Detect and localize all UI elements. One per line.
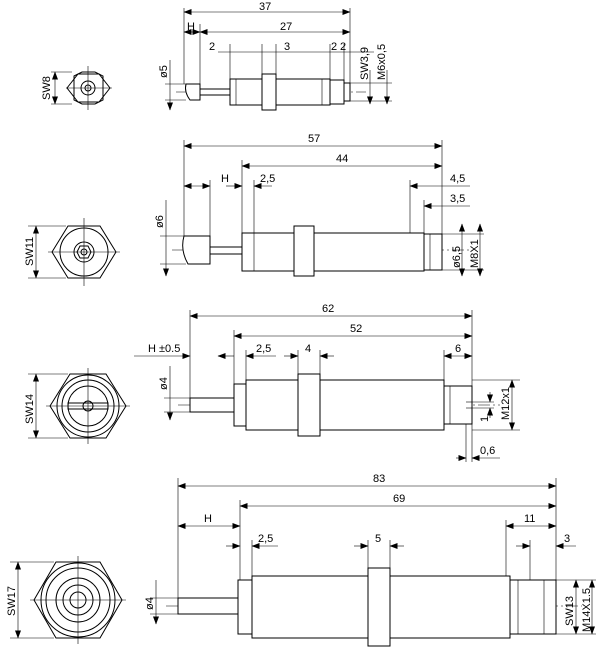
end-view-label: SW8 xyxy=(41,76,53,100)
dim-rod-diameter: ø4 xyxy=(158,377,170,390)
dim-2c: 2 xyxy=(340,41,346,53)
side-view-4: 83 69 H 11 2,5 5 3 ø4 xyxy=(144,473,596,647)
dim-body-length: 69 xyxy=(393,493,405,505)
dim-body-length: 27 xyxy=(280,21,292,33)
dim-rod-diameter: ø5 xyxy=(158,65,170,78)
dim-body-length: 44 xyxy=(336,153,348,165)
dim-body-length: 52 xyxy=(350,323,362,335)
end-view-2: SW11 xyxy=(24,218,120,286)
dim-overall-length: 57 xyxy=(308,133,320,145)
dim-11: 11 xyxy=(524,513,535,525)
dim-0-6: 0,6 xyxy=(480,445,495,457)
dim-thread-m12: M12x1 xyxy=(500,387,512,420)
dim-3-5: 3,5 xyxy=(450,193,465,205)
dim-overall-length: 83 xyxy=(373,473,385,485)
dim-thread-m6: M6x0,5 xyxy=(376,44,388,80)
dim-2a: 2 xyxy=(209,41,215,53)
end-view-1: SW8 xyxy=(41,66,112,110)
dim-3: 3 xyxy=(284,41,290,53)
dim-2-5: 2,5 xyxy=(258,533,273,545)
dim-thread-m14: M14X1.5 xyxy=(581,588,593,632)
drawing-4: SW17 83 69 xyxy=(6,473,596,647)
dim-overall-length: 62 xyxy=(322,303,334,315)
dim-rod-diameter: ø4 xyxy=(144,597,156,610)
dim-2-5: 2,5 xyxy=(260,173,275,185)
side-view-2: 57 44 H 2,5 4,5 3,5 ø6 xyxy=(154,133,484,277)
dim-overall-length: 37 xyxy=(259,1,271,13)
side-view-1: 37 H 27 2 3 2 2 SW3,9 M6x0,5 ø5 xyxy=(158,1,392,111)
drawing-1: SW8 37 H xyxy=(41,1,392,111)
dim-4: 4 xyxy=(305,343,311,355)
drawing-2: SW11 57 44 xyxy=(24,133,484,286)
side-view-3: 62 52 H ±0.5 2,5 4 6 ø4 xyxy=(134,303,520,462)
dim-rod-diameter: ø6 xyxy=(154,215,166,228)
dim-6-5: ø6,5 xyxy=(451,246,463,268)
end-view-4: SW17 xyxy=(6,556,126,644)
dim-stroke: H xyxy=(187,21,195,33)
dim-sw3-9: SW3,9 xyxy=(359,47,371,80)
dim-stroke: H xyxy=(221,173,229,185)
end-view-label: SW14 xyxy=(24,394,36,424)
dim-2-5: 2,5 xyxy=(256,343,271,355)
dim-2b: 2 xyxy=(331,41,337,53)
dim-thread-m8: M8X1 xyxy=(469,239,481,268)
dim-stroke: H ±0.5 xyxy=(148,343,180,355)
dim-3: 3 xyxy=(564,533,570,545)
drawing-3: SW14 62 52 xyxy=(24,303,520,462)
dim-4-5: 4,5 xyxy=(450,173,465,185)
end-view-label: SW11 xyxy=(24,237,36,266)
end-view-3: SW14 xyxy=(24,368,130,444)
dim-1: 1 xyxy=(479,416,491,422)
dim-sw13: SW13 xyxy=(564,596,576,626)
dim-6: 6 xyxy=(455,343,461,355)
dim-stroke: H xyxy=(204,513,212,525)
dim-5: 5 xyxy=(375,533,381,545)
end-view-label: SW17 xyxy=(6,586,18,616)
